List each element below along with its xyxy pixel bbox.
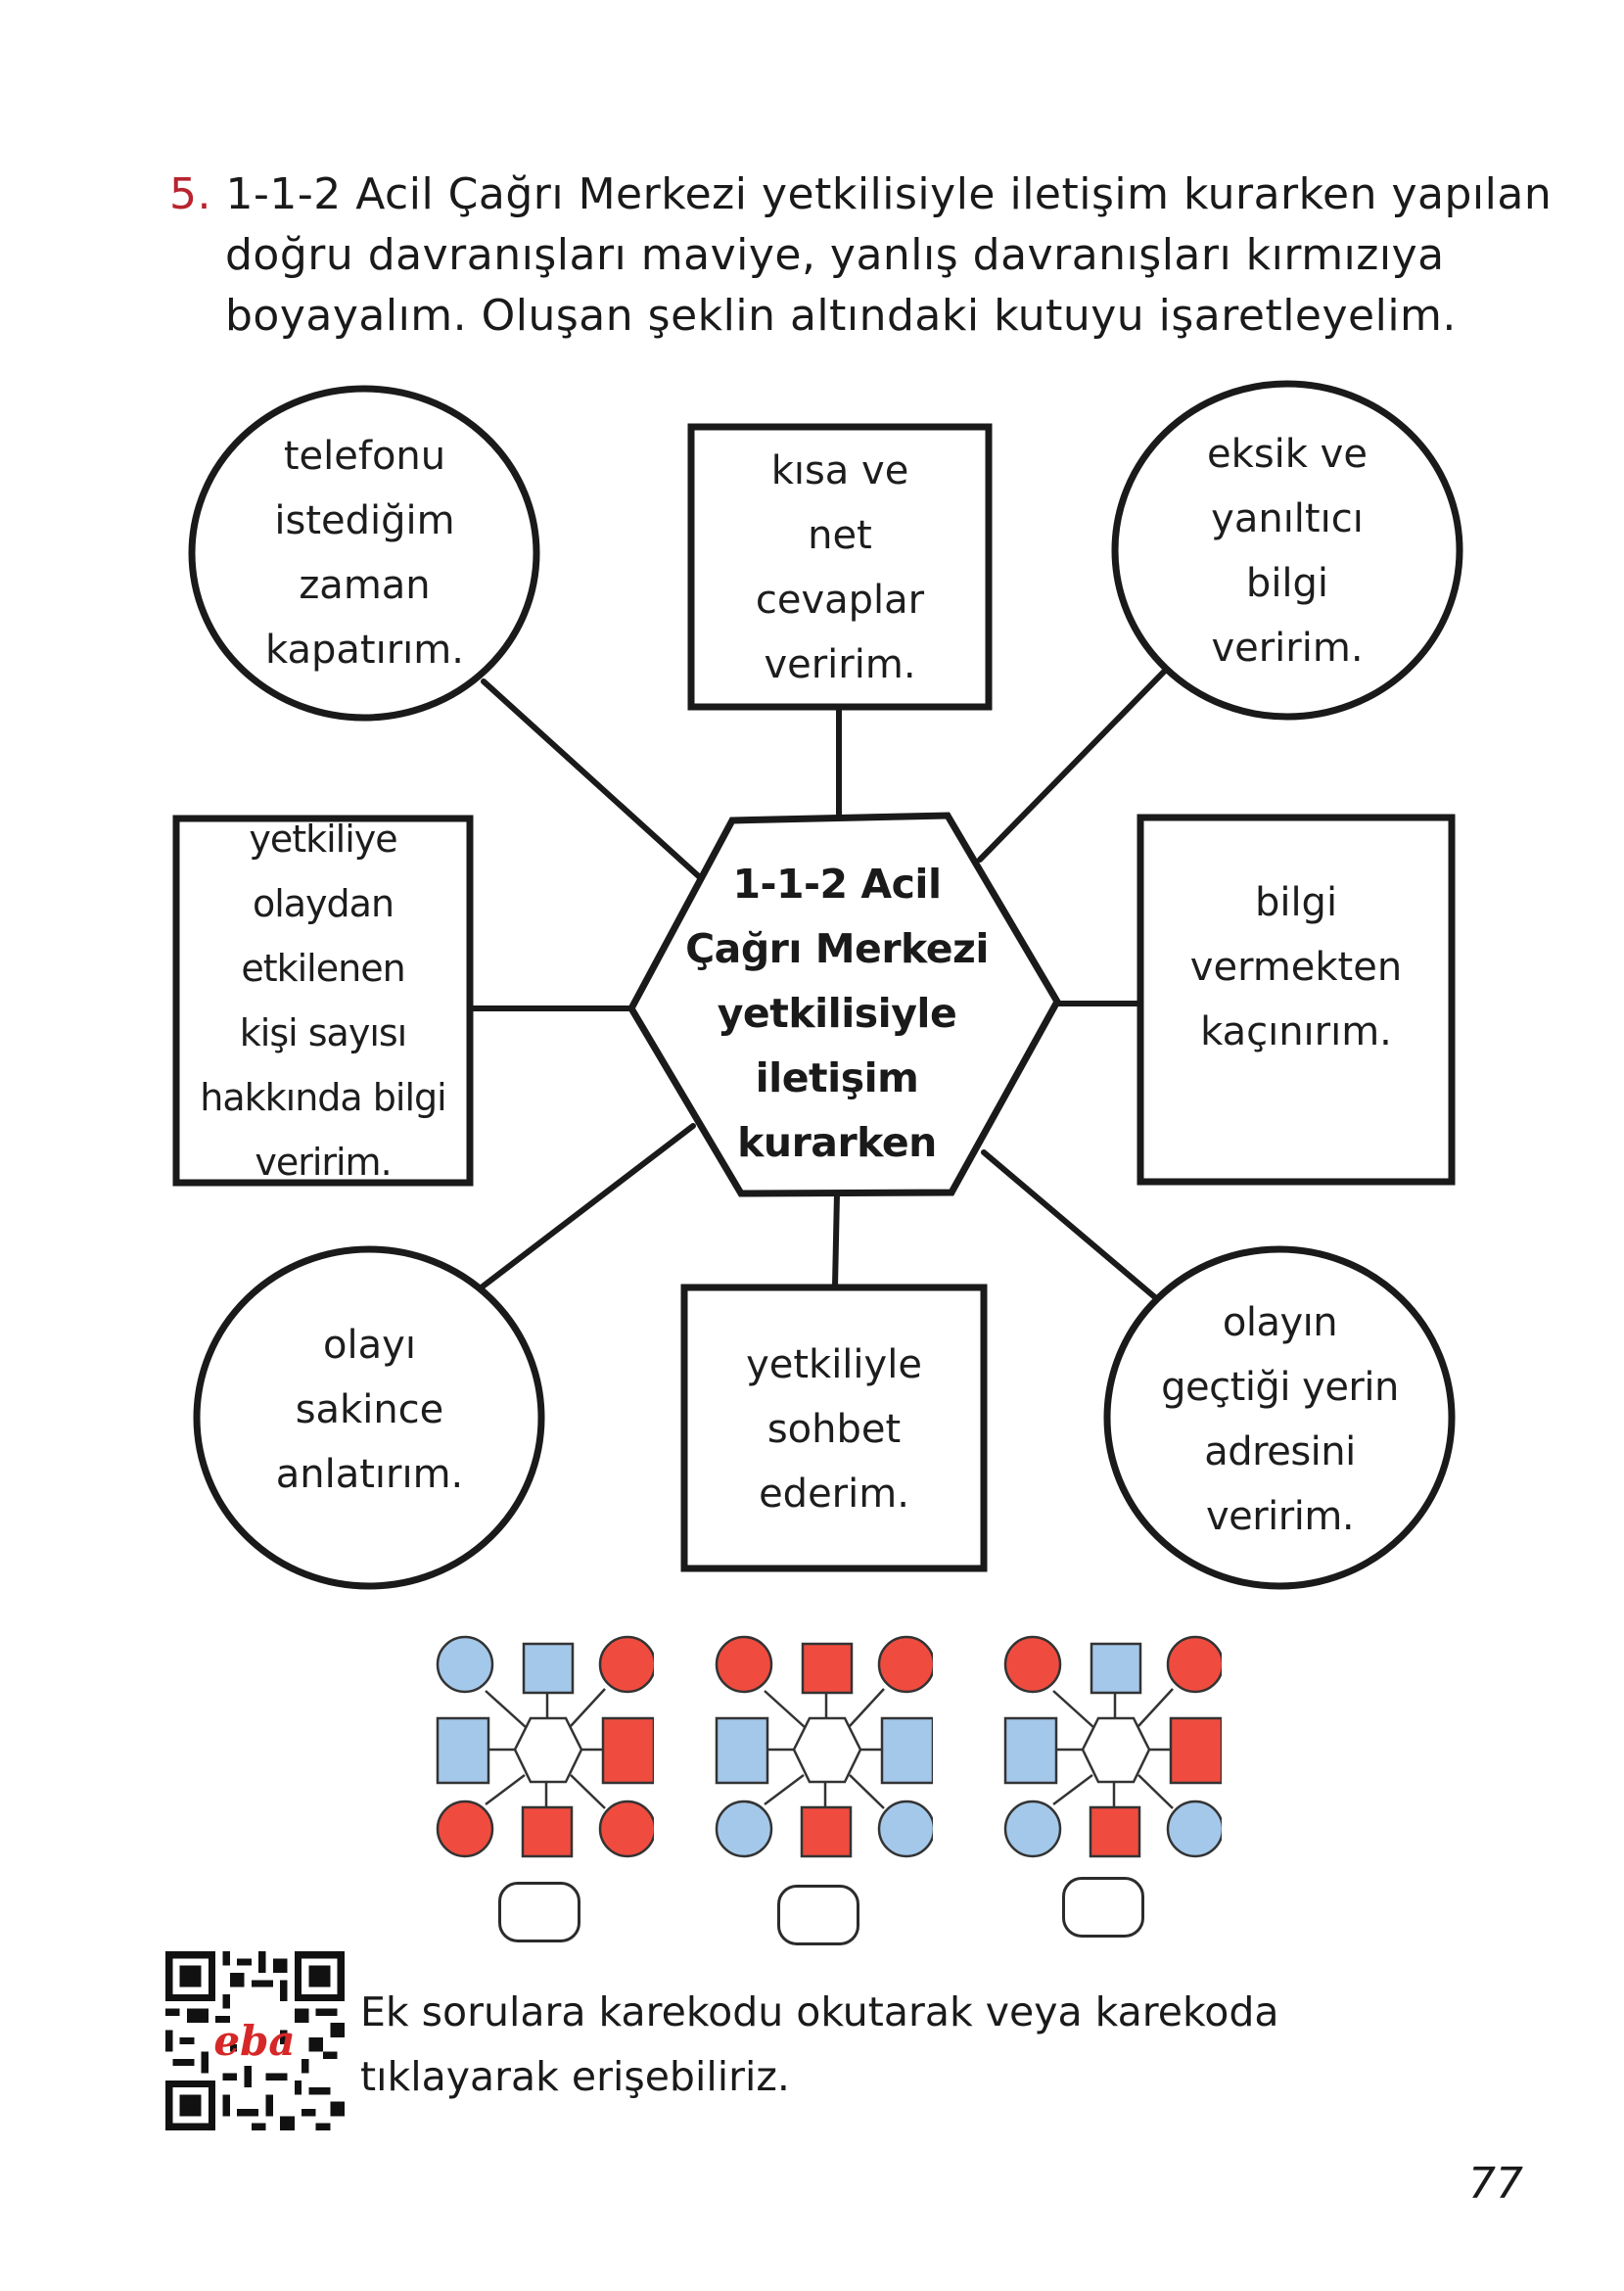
mini-right-rect bbox=[880, 1716, 933, 1785]
node-left-label: yetkiliye olaydan etkilenen kişi sayısı … bbox=[200, 818, 446, 1184]
question-line-1: 1-1-2 Acil Çağrı Merkezi yetkilisiyle il… bbox=[225, 169, 1553, 219]
mini-left-rect bbox=[436, 1716, 490, 1785]
node-top-left-label: telefonu istediğim zaman kapatırım. bbox=[265, 434, 464, 673]
mini-right-rect bbox=[601, 1716, 654, 1785]
question-line-2: doğru davranışları maviye, yanlış davran… bbox=[225, 230, 1445, 280]
mini-center-hexagon bbox=[1081, 1716, 1151, 1784]
page-number: 77 bbox=[1468, 2159, 1523, 2209]
answer-diagram-1 bbox=[436, 1635, 654, 1858]
node-top-label: kısa ve net cevaplar veririm. bbox=[755, 448, 925, 687]
node-bottom-right-label: olayın geçtiği yerin adresini veririm. bbox=[1161, 1300, 1399, 1539]
center-hexagon-label: 1-1-2 Acil Çağrı Merkezi yetkilisiyle il… bbox=[685, 861, 989, 1166]
question-text: 5. 1-1-2 Acil Çağrı Merkezi yetkilisiyle… bbox=[169, 164, 1552, 347]
answer-checkbox-1[interactable] bbox=[498, 1882, 580, 1942]
mini-bottom-right-circle bbox=[877, 1800, 933, 1858]
mini-top-square bbox=[522, 1642, 575, 1695]
mini-bottom-left-circle bbox=[715, 1800, 773, 1858]
question-number: 5. bbox=[169, 169, 211, 219]
mini-bottom-square bbox=[521, 1805, 574, 1858]
node-top-square bbox=[687, 423, 993, 711]
node-bottom-left-label: olayı sakince anlatırım. bbox=[275, 1323, 464, 1497]
mini-bottom-right-circle bbox=[1166, 1800, 1222, 1858]
mini-bottom-right-circle bbox=[598, 1800, 654, 1858]
center-hexagon bbox=[626, 812, 1062, 1197]
node-left-square bbox=[172, 815, 474, 1187]
eba-logo: eba bbox=[213, 2016, 296, 2065]
connector-top-left bbox=[481, 678, 705, 882]
node-bottom-right-circle bbox=[1103, 1245, 1456, 1590]
question-line-3: boyayalım. Oluşan şeklin altındaki kutuy… bbox=[225, 291, 1457, 341]
node-right-square bbox=[1137, 814, 1456, 1186]
qr-instruction-text: Ek sorulara karekodu okutarak veya karek… bbox=[360, 1988, 1279, 2100]
mini-right-rect bbox=[1169, 1716, 1222, 1785]
mini-top-right-circle bbox=[877, 1635, 933, 1694]
qr-code[interactable] bbox=[165, 1951, 345, 2130]
mini-left-rect bbox=[1003, 1716, 1058, 1785]
connector-bottom bbox=[832, 1191, 840, 1289]
node-top-left-circle bbox=[188, 385, 540, 722]
connector-bottom-right bbox=[981, 1149, 1159, 1301]
node-bottom-label: yetkiliyle sohbet ederim. bbox=[746, 1342, 922, 1517]
mini-center-hexagon bbox=[513, 1716, 583, 1784]
mini-bottom-left-circle bbox=[436, 1800, 494, 1858]
node-top-right-label: eksik ve yanıltıcı bilgi veririm. bbox=[1207, 431, 1368, 671]
mini-top-right-circle bbox=[598, 1635, 654, 1694]
mini-top-left-circle bbox=[436, 1635, 494, 1694]
node-bottom-left-circle bbox=[193, 1245, 545, 1590]
mini-center-hexagon bbox=[792, 1716, 862, 1784]
mini-top-square bbox=[801, 1642, 854, 1695]
mini-bottom-left-circle bbox=[1003, 1800, 1062, 1858]
answer-diagram-2 bbox=[715, 1635, 933, 1858]
mini-top-left-circle bbox=[715, 1635, 773, 1694]
mini-top-left-circle bbox=[1003, 1635, 1062, 1694]
mini-bottom-square bbox=[1089, 1805, 1141, 1858]
connector-bottom-left bbox=[480, 1123, 696, 1289]
node-right-label: bilgi vermekten kaçınırım. bbox=[1189, 880, 1403, 1054]
mini-bottom-square bbox=[800, 1805, 853, 1858]
mini-top-square bbox=[1090, 1642, 1142, 1695]
answer-checkbox-2[interactable] bbox=[777, 1885, 859, 1945]
node-bottom-square bbox=[680, 1284, 988, 1572]
answer-diagram-3 bbox=[1003, 1635, 1222, 1858]
node-top-right-circle bbox=[1111, 380, 1463, 721]
mini-left-rect bbox=[715, 1716, 769, 1785]
answer-checkbox-3[interactable] bbox=[1062, 1877, 1144, 1938]
mini-top-right-circle bbox=[1166, 1635, 1222, 1694]
connector-top-right bbox=[977, 666, 1170, 863]
